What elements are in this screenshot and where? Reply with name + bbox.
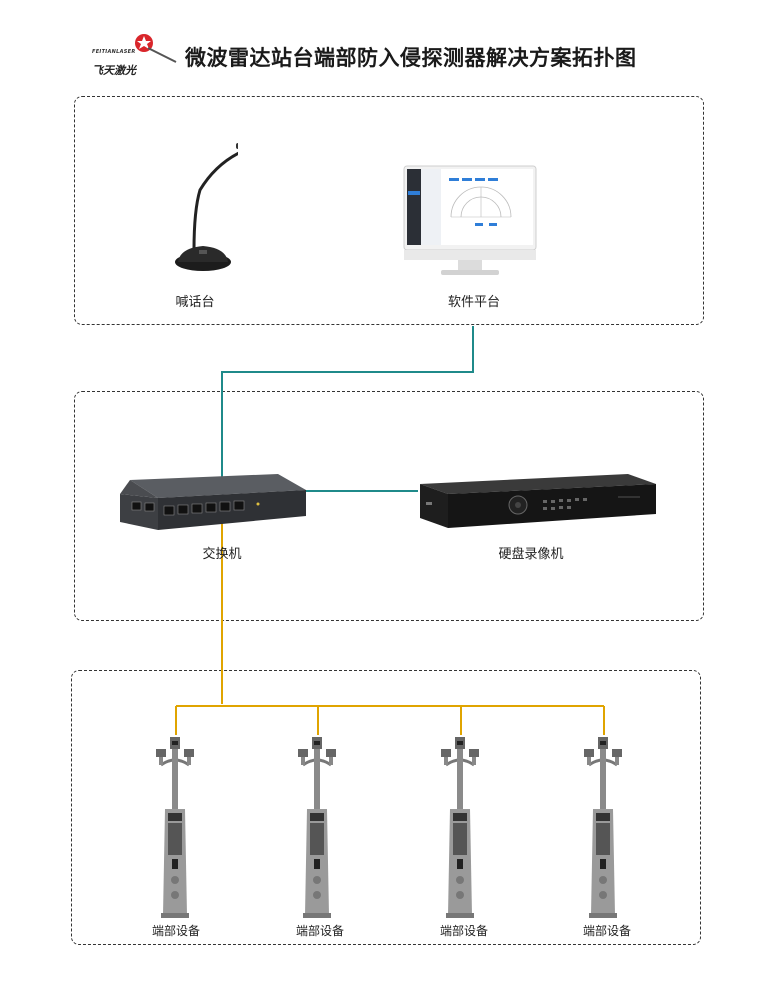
endpoint-label-2: 端部设备 <box>295 924 345 938</box>
microphone-device <box>168 140 238 280</box>
endpoint-label-1: 端部设备 <box>151 924 201 938</box>
nvr-device <box>418 472 658 532</box>
page-title: 微波雷达站台端部防入侵探测器解决方案拓扑图 <box>185 46 637 70</box>
microphone-label: 喊话台 <box>175 295 215 310</box>
software-platform-label: 软件平台 <box>447 295 501 310</box>
endpoint-device-3 <box>436 735 486 920</box>
logo-icon <box>135 34 177 63</box>
switch-label: 交换机 <box>202 547 242 562</box>
monitor-icon <box>403 165 537 275</box>
monitor-device <box>403 165 537 277</box>
brand-name: 飞天激光 <box>92 64 136 77</box>
endpoint-label-4: 端部设备 <box>582 924 632 938</box>
endpoint-pole-icon <box>298 737 336 918</box>
microphone-icon <box>175 143 238 271</box>
panel-endpoints <box>71 670 701 945</box>
brand-english: FEITIANLASER <box>92 49 136 55</box>
power-lines <box>175 520 605 735</box>
nvr-icon <box>420 474 656 528</box>
endpoint-pole-icon <box>441 737 479 918</box>
nvr-label: 硬盘录像机 <box>498 547 564 562</box>
endpoint-label-3: 端部设备 <box>439 924 489 938</box>
logo <box>88 30 178 75</box>
switch-device <box>118 472 308 534</box>
endpoint-device-1 <box>151 735 201 920</box>
endpoint-device-4 <box>579 735 629 920</box>
panel-control <box>74 96 704 325</box>
endpoint-pole-icon <box>156 737 194 918</box>
network-lines <box>221 326 474 492</box>
network-switch-icon <box>120 474 306 530</box>
panel-network <box>74 391 704 621</box>
endpoint-pole-icon <box>584 737 622 918</box>
endpoint-device-2 <box>293 735 343 920</box>
